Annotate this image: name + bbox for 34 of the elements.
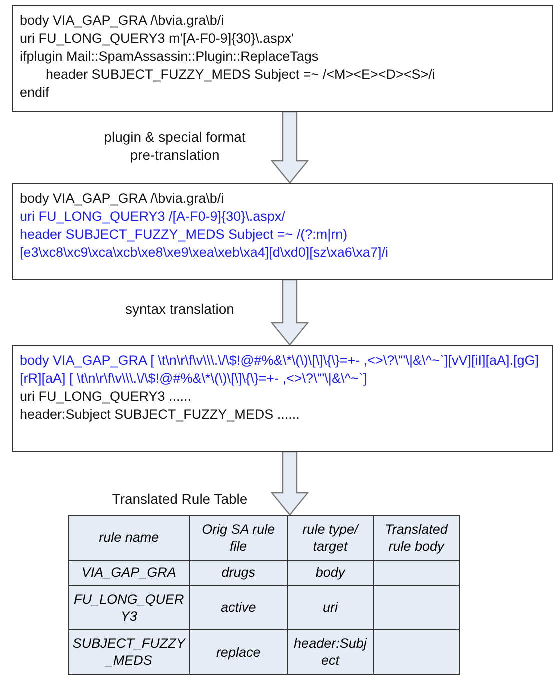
- code-box: [12, 345, 553, 452]
- edge-label: syntax translation: [124, 300, 236, 318]
- table-cell: FU_LONG_QUERY3: [68, 585, 190, 630]
- block-arrow: [270, 279, 310, 346]
- table-cell: active: [190, 585, 288, 630]
- edge-label: Translated Rule Table: [111, 490, 249, 508]
- table-cell: drugs: [190, 560, 288, 586]
- table-cell: VIA_GAP_GRA: [68, 560, 190, 586]
- code-line: header:Subject SUBJECT_FUZZY_MEDS ......: [20, 406, 301, 424]
- code-line: body VIA_GAP_GRA [ \t\n\r\f\v\\\.\/\$!@#%&\*\(\)\[\]\{\}=+- ,<>\?\"'\|&\^~`][vV][iI][aA].[gG][rR][aA] [ \t\n\r\f\v\\\.\/\$!@#%&\*\(\)\[\]\{\}=+- ,<>\?\"'\|&\^~`]: [20, 352, 540, 388]
- edge-label: plugin & special format pre-translation: [103, 128, 247, 164]
- code-box: [12, 183, 553, 280]
- table-cell: header:Subject: [287, 630, 374, 674]
- code-line: header SUBJECT_FUZZY_MEDS Subject =~ /<M><E><D><S>/i: [45, 66, 436, 84]
- code-line: body VIA_GAP_GRA /\bvia.gra\b/i: [20, 12, 226, 30]
- code-line: body VIA_GAP_GRA /\bvia.gra\b/i: [20, 190, 226, 208]
- code-box: [12, 5, 553, 112]
- code-line: uri FU_LONG_QUERY3 ......: [20, 388, 193, 406]
- code-line: uri FU_LONG_QUERY3 /[A-F0-9]{30}\.aspx/: [20, 208, 286, 226]
- code-line: endif: [20, 84, 50, 102]
- header-cell: Translated rule body: [373, 516, 460, 560]
- block-arrow: [270, 111, 310, 184]
- code-line: ifplugin Mail::SpamAssassin::Plugin::ReplaceTags: [20, 48, 320, 66]
- header-cell: rule type/ target: [287, 516, 374, 560]
- code-line: header SUBJECT_FUZZY_MEDS Subject =~ /(?:m|rn)[e3\xc8\xc9\xca\xcb\xe8\xe9\xea\xeb\xa4][d\xd0][sz\xa6\xa7]/i: [20, 226, 390, 262]
- table-cell: body: [287, 560, 374, 586]
- code-line: uri FU_LONG_QUERY3 m'[A-F0-9]{30}\.aspx': [20, 30, 296, 48]
- block-arrow: [270, 451, 310, 516]
- header-cell: Orig SA rule file: [190, 516, 288, 560]
- table-cell: uri: [287, 585, 374, 630]
- table-cell: SUBJECT_FUZZY_MEDS: [68, 630, 190, 674]
- table-cell: replace: [190, 630, 288, 674]
- rule-table: [68, 515, 460, 675]
- header-cell: rule name: [68, 516, 190, 560]
